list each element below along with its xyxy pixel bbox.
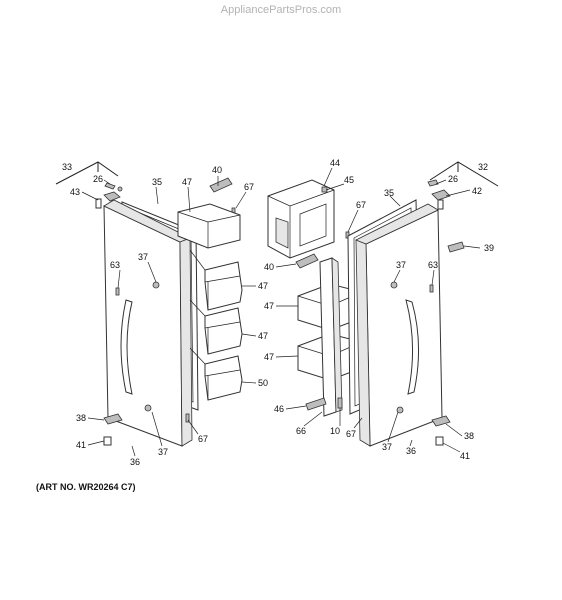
right-hinge-pin <box>437 199 444 210</box>
callout-26-right: 26 <box>448 174 458 184</box>
callout-67-center-lower: 67 <box>346 429 356 439</box>
watermark: AppliancePartsPros.com <box>220 4 342 16</box>
callout-36-left: 36 <box>130 457 140 467</box>
callout-66: 66 <box>296 426 306 436</box>
left-screw-26 <box>104 182 116 190</box>
dispenser-housing-44 <box>267 179 335 259</box>
callout-36-right: 36 <box>406 446 416 456</box>
callout-38-left: 38 <box>76 413 86 423</box>
callout-37-lower-right: 37 <box>382 442 392 452</box>
mullion-hinge-46 <box>305 397 327 411</box>
callout-37-upper-left: 37 <box>138 252 148 262</box>
center-mullion-edge <box>331 257 343 413</box>
callout-labels: 33 26 43 35 47 40 67 44 45 67 35 26 32 4… <box>62 158 494 467</box>
callout-37-lower-left: 37 <box>158 447 168 457</box>
callout-38-right: 38 <box>464 431 474 441</box>
left-hinge-pin-43 <box>95 198 102 209</box>
callout-42: 42 <box>472 186 482 196</box>
callout-47-center-lower: 47 <box>264 352 274 362</box>
callout-47-left-3: 47 <box>258 331 268 341</box>
left-bin-4 <box>204 355 243 401</box>
callout-63-right: 63 <box>428 260 438 270</box>
housing-screw-45 <box>321 186 328 193</box>
left-bottom-hinge-38 <box>103 413 123 425</box>
callout-41-right: 41 <box>460 451 470 461</box>
callout-47-center-upper: 47 <box>264 301 274 311</box>
callout-33: 33 <box>62 162 72 172</box>
leader-lines <box>55 161 499 457</box>
callout-47-top-left: 47 <box>182 177 192 187</box>
callout-67-lower-left: 67 <box>198 434 208 444</box>
callout-26-left: 26 <box>93 174 103 184</box>
callout-40-center: 40 <box>264 262 274 272</box>
callout-50: 50 <box>258 378 268 388</box>
left-bin-rails <box>189 249 206 365</box>
callout-39: 39 <box>484 243 494 253</box>
callout-63-left: 63 <box>110 260 120 270</box>
left-screw-67-bottom <box>185 413 190 423</box>
left-bin-clip-40 <box>209 177 233 193</box>
callout-43: 43 <box>70 187 80 197</box>
left-bracket-37-top <box>152 281 160 289</box>
right-door-handle <box>405 299 419 395</box>
callout-35-left: 35 <box>152 177 162 187</box>
callout-67-center-top: 67 <box>356 200 366 210</box>
callout-35-right: 35 <box>384 188 394 198</box>
right-screw-26 <box>427 179 439 187</box>
callout-45: 45 <box>344 175 354 185</box>
right-bushing-41 <box>435 436 444 446</box>
callout-32: 32 <box>478 162 488 172</box>
callout-41-left: 41 <box>76 440 86 450</box>
right-top-hinge-cap <box>431 189 451 201</box>
right-door-panel <box>365 209 443 447</box>
right-trim-39 <box>447 241 465 253</box>
left-bracket-37-bottom <box>144 404 152 412</box>
right-plug-63 <box>429 284 434 293</box>
left-bin-3 <box>204 307 243 355</box>
art-number-caption: (ART NO. WR20264 C7) <box>36 482 136 492</box>
callout-40-left: 40 <box>212 165 222 175</box>
mullion-screw-10 <box>337 397 343 409</box>
left-door-handle <box>120 299 133 395</box>
right-door-top <box>355 203 439 245</box>
left-door-panel <box>103 205 183 447</box>
callout-46: 46 <box>274 404 284 414</box>
left-screw-26b <box>117 186 123 192</box>
callout-47-left-2: 47 <box>258 281 268 291</box>
right-bracket-37-bottom <box>396 406 404 414</box>
center-bin-clip-40 <box>295 253 319 269</box>
callout-37-upper-right: 37 <box>396 260 406 270</box>
left-bin-top <box>177 203 241 249</box>
right-bottom-hinge-38 <box>431 415 451 427</box>
callout-10: 10 <box>330 426 340 436</box>
left-top-hinge-cap <box>103 191 121 202</box>
right-bracket-37-top <box>390 281 398 289</box>
left-plug-63 <box>115 287 120 296</box>
callout-67-top-left: 67 <box>244 182 254 192</box>
left-bin-2 <box>204 261 243 311</box>
callout-44: 44 <box>330 158 340 168</box>
left-bushing-41 <box>103 436 112 446</box>
